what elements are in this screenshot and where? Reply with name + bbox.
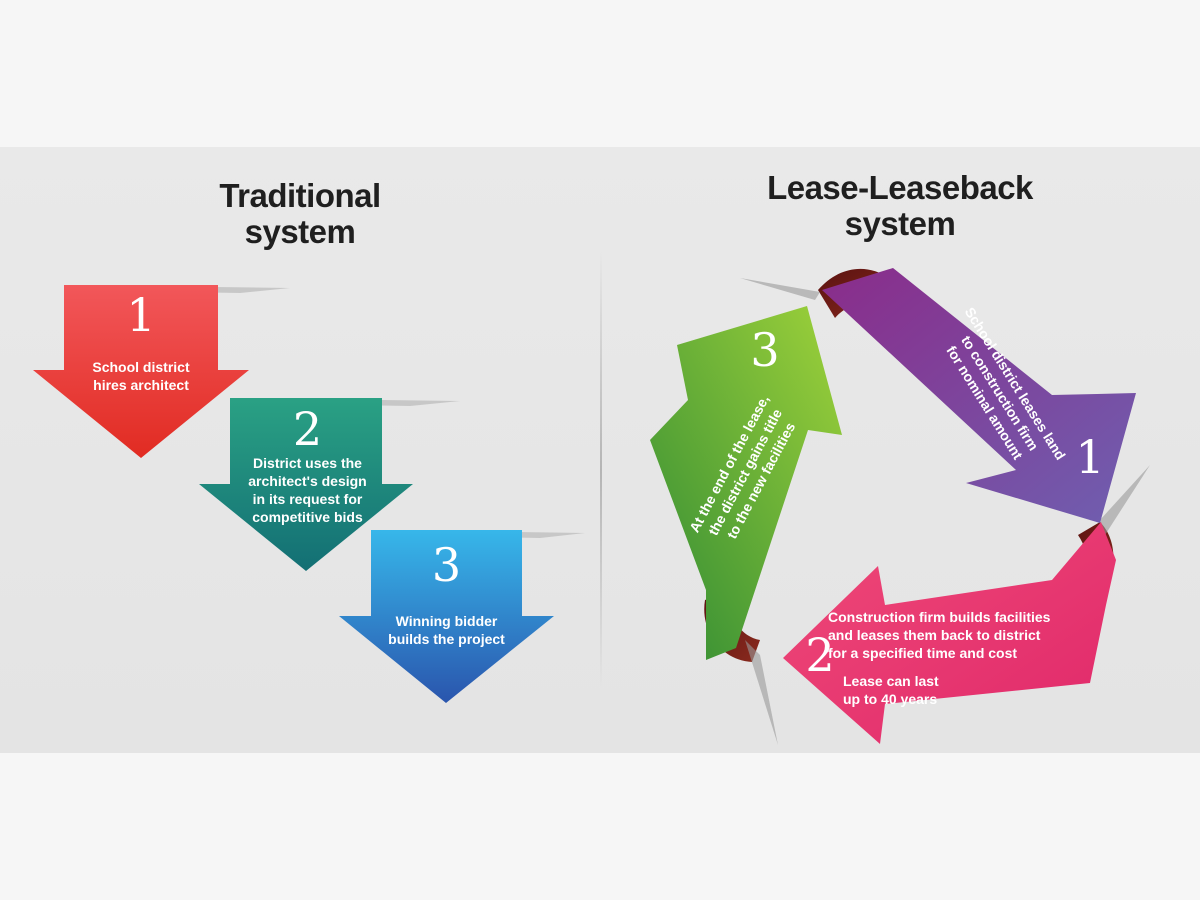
traditional-title-line1: Traditional [219, 177, 381, 214]
step-2-line4: competitive bids [252, 509, 363, 525]
shadow-left [745, 640, 778, 745]
step-1-number: 1 [126, 288, 156, 342]
cycle-arrow-1-shape [822, 268, 1136, 523]
step-1-line1: School district [92, 359, 190, 375]
lease-step-2-line1: Construction firm builds facilities [828, 609, 1051, 625]
lease-step-2-text: Construction firm builds facilities and … [828, 608, 1068, 662]
lease-step-3-number-wrap: 3 [735, 325, 795, 375]
lease-title-line1: Lease-Leaseback [767, 169, 1033, 206]
lease-step-2-note: Lease can last up to 40 years [843, 672, 963, 708]
cycle-arrow-3-shape [650, 306, 842, 660]
lease-leaseback-title: Lease-Leaseback system [735, 170, 1065, 242]
traditional-step-1: 1 School district hires architect [64, 290, 218, 394]
lease-step-2-line3: for a specified time and cost [828, 645, 1018, 661]
shadow-top [740, 278, 820, 300]
traditional-title-line2: system [244, 213, 356, 250]
step-2-line2: architect's design [248, 473, 367, 489]
step-1-line2: hires architect [93, 377, 189, 393]
arrow-3-shape [339, 530, 554, 703]
shadow-right [1100, 465, 1150, 535]
step-2-line3: in its request for [252, 491, 363, 507]
step-2-number: 2 [292, 402, 323, 456]
traditional-step-3: 3 Winning bidder builds the project [371, 540, 522, 648]
lease-step-2-note1: Lease can last [843, 673, 939, 689]
lease-step-2-number-wrap: 2 [790, 630, 850, 680]
step-3-line1: Winning bidder [395, 613, 498, 629]
step-2-line1: District uses the [253, 455, 362, 471]
lease-step-3-number: 3 [750, 323, 780, 377]
cycle-arrow-2-shape [783, 522, 1116, 744]
step-3-number: 3 [431, 538, 462, 592]
step-3-line2: builds the project [388, 631, 505, 647]
arrow-2-shape [199, 398, 413, 571]
lease-title-line2: system [844, 205, 956, 242]
divider-line [600, 250, 602, 690]
lease-step-1-number: 1 [1075, 430, 1105, 484]
lease-step-2-note2: up to 40 years [843, 691, 938, 707]
traditional-title: Traditional system [150, 178, 450, 250]
lease-step-2-number: 2 [805, 628, 835, 682]
lease-step-1-number-wrap: 1 [1050, 432, 1130, 482]
traditional-step-2: 2 District uses the architect's design i… [225, 404, 390, 526]
lease-step-2-line2: and leases them back to district [828, 627, 1041, 643]
arrow-1-shape [33, 285, 249, 458]
